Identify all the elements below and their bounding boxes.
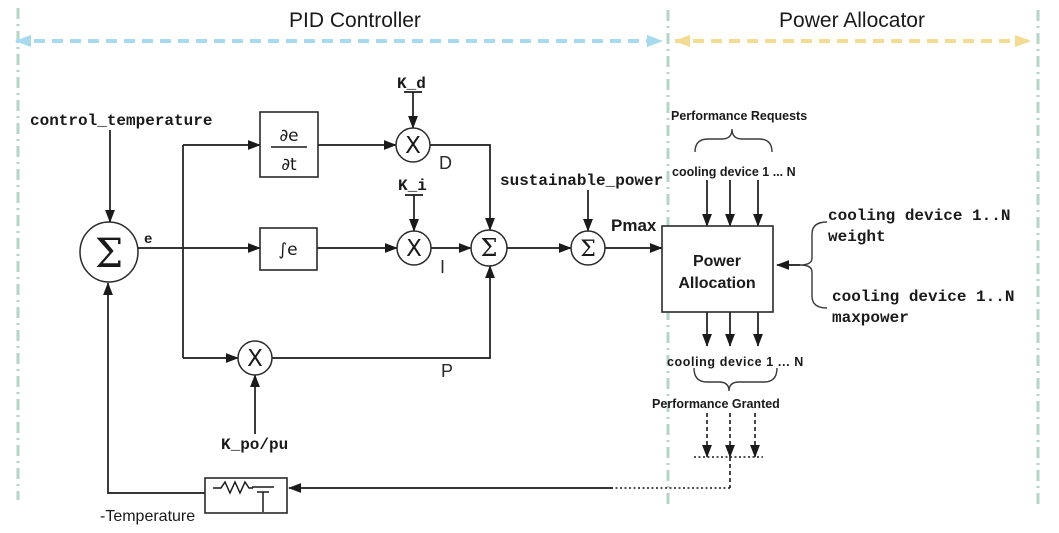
pmax-label: Pmax (611, 216, 657, 235)
main-sum-node: Σ (79, 221, 139, 283)
kpopu-label: K_po/pu (221, 436, 288, 454)
maxpower-label-line1: cooling device 1..N (832, 288, 1014, 306)
performance-granted-brace (693, 367, 778, 392)
pid-section-title: PID Controller (289, 9, 421, 32)
power-sum-glyph: Σ (580, 237, 596, 262)
multiply-glyph-i: X (406, 236, 422, 262)
power-allocation-label-line2: Allocation (678, 275, 755, 292)
error-label: e (144, 232, 152, 248)
ki-label: K_i (398, 177, 427, 195)
power-sum-node: Σ (570, 230, 606, 266)
multiply-node-i: X (396, 230, 432, 266)
pid-sum-node: Σ (470, 229, 508, 267)
temperature-label: -Temperature (100, 508, 195, 525)
sustainable-power-label: sustainable_power (500, 172, 663, 190)
multiply-glyph-p: X (247, 346, 263, 372)
pid-sum-glyph: Σ (481, 234, 498, 262)
power-allocation-label-line1: Power (693, 253, 741, 270)
allocator-wires (613, 180, 800, 489)
derivative-denominator: ∂t (281, 155, 297, 175)
multiply-node-d: X (395, 127, 431, 163)
i-branch-label: I (440, 257, 445, 277)
power-allocation-block: Power Allocation (661, 225, 774, 313)
derivative-numerator: ∂e (279, 126, 298, 146)
pid-wires (103, 91, 663, 494)
cooling-devices-out-label: cooling device 1 ... N (667, 355, 804, 369)
weight-maxpower-brace (799, 221, 828, 309)
cooling-devices-in-label: cooling device 1 ... N (672, 165, 796, 179)
allocator-section-title: Power Allocator (779, 9, 925, 32)
weight-label-line1: cooling device 1..N (828, 207, 1010, 225)
d-branch-label: D (439, 153, 452, 173)
temperature-sensor-block (204, 477, 288, 514)
integrator-label: ∫e (278, 240, 297, 260)
control-temperature-label: control_temperature (30, 112, 212, 130)
kd-label: K_d (397, 75, 426, 93)
performance-requests-brace (694, 128, 773, 153)
maxpower-label-line2: maxpower (832, 309, 909, 327)
p-branch-label: P (441, 361, 453, 381)
weight-label-line2: weight (828, 228, 886, 246)
multiply-node-p: X (237, 340, 273, 376)
region-dividers (16, 8, 1040, 505)
integrator-block: ∫e (259, 227, 318, 271)
main-sum-glyph: Σ (95, 231, 123, 277)
derivative-block: ∂e ∂t (259, 111, 319, 178)
performance-requests-label: Performance Requests (671, 109, 807, 123)
multiply-glyph-d: X (405, 133, 421, 159)
performance-granted-label: Performance Granted (652, 397, 780, 411)
